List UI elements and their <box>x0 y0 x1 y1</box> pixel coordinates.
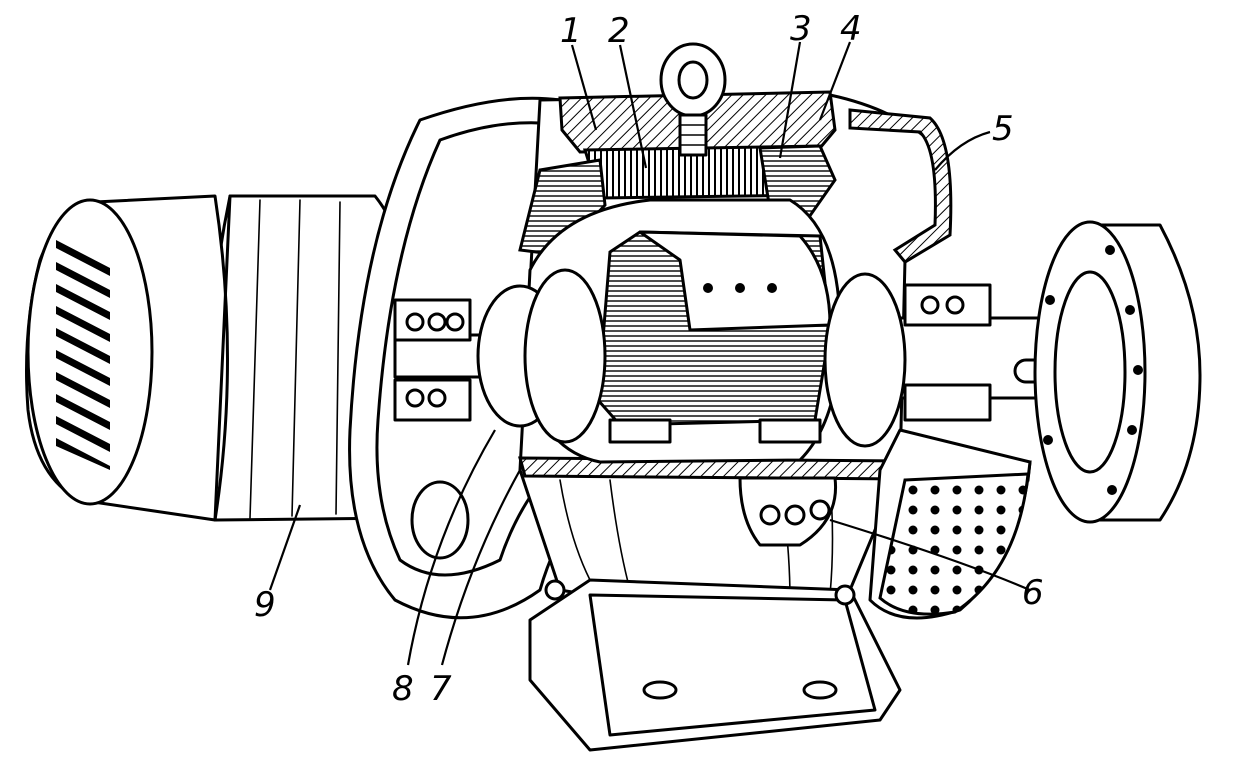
terminal-box <box>738 476 838 547</box>
right-bearing <box>903 283 992 422</box>
left-bearing <box>393 298 472 422</box>
label-4: 4 <box>840 9 862 49</box>
rotor <box>523 198 842 464</box>
label-9: 9 <box>254 585 276 625</box>
leader-lines <box>268 41 1031 666</box>
label-5: 5 <box>992 109 1014 149</box>
label-6: 6 <box>1022 573 1044 613</box>
part-labels: 1 2 3 4 5 6 7 8 9 <box>254 9 1044 709</box>
perforated-fan-cover <box>878 472 1030 616</box>
label-8: 8 <box>392 669 414 709</box>
right-end-shield <box>848 108 1032 620</box>
label-1: 1 <box>560 11 582 51</box>
flange-coupling <box>1033 220 1202 524</box>
label-2: 2 <box>608 11 630 51</box>
label-3: 3 <box>790 9 812 49</box>
label-7: 7 <box>430 669 452 709</box>
shaft <box>393 268 1092 448</box>
mounting-foot <box>528 578 902 752</box>
lifting-eye-bolt <box>659 42 727 157</box>
vent-slots-icon <box>56 240 110 470</box>
